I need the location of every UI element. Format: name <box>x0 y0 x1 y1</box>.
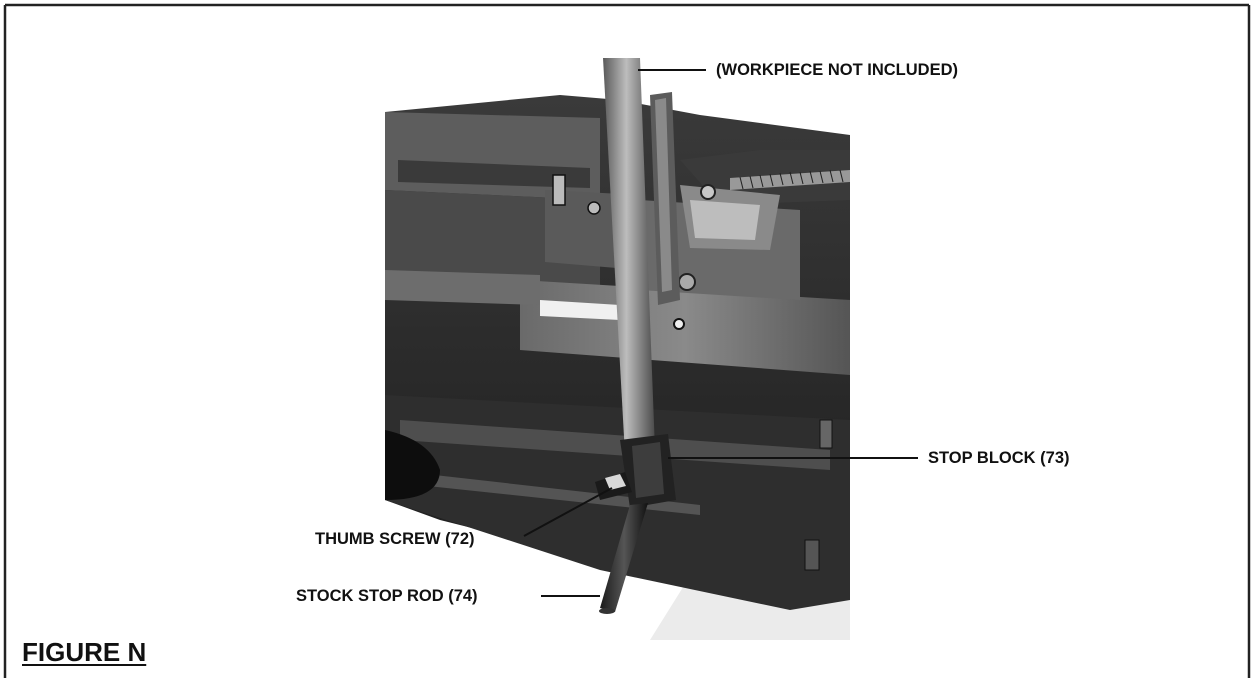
band-saw-photo <box>385 58 850 640</box>
workpiece-callout: (WORKPIECE NOT INCLUDED) <box>716 61 958 79</box>
figure-caption: FIGURE N <box>22 637 147 667</box>
thumb-screw-callout: THUMB SCREW (72) <box>315 530 475 548</box>
stop-block-callout: STOP BLOCK (73) <box>928 449 1070 467</box>
stock-stop-rod-callout: STOCK STOP ROD (74) <box>296 587 478 605</box>
leader-thumb-screw <box>523 487 613 537</box>
